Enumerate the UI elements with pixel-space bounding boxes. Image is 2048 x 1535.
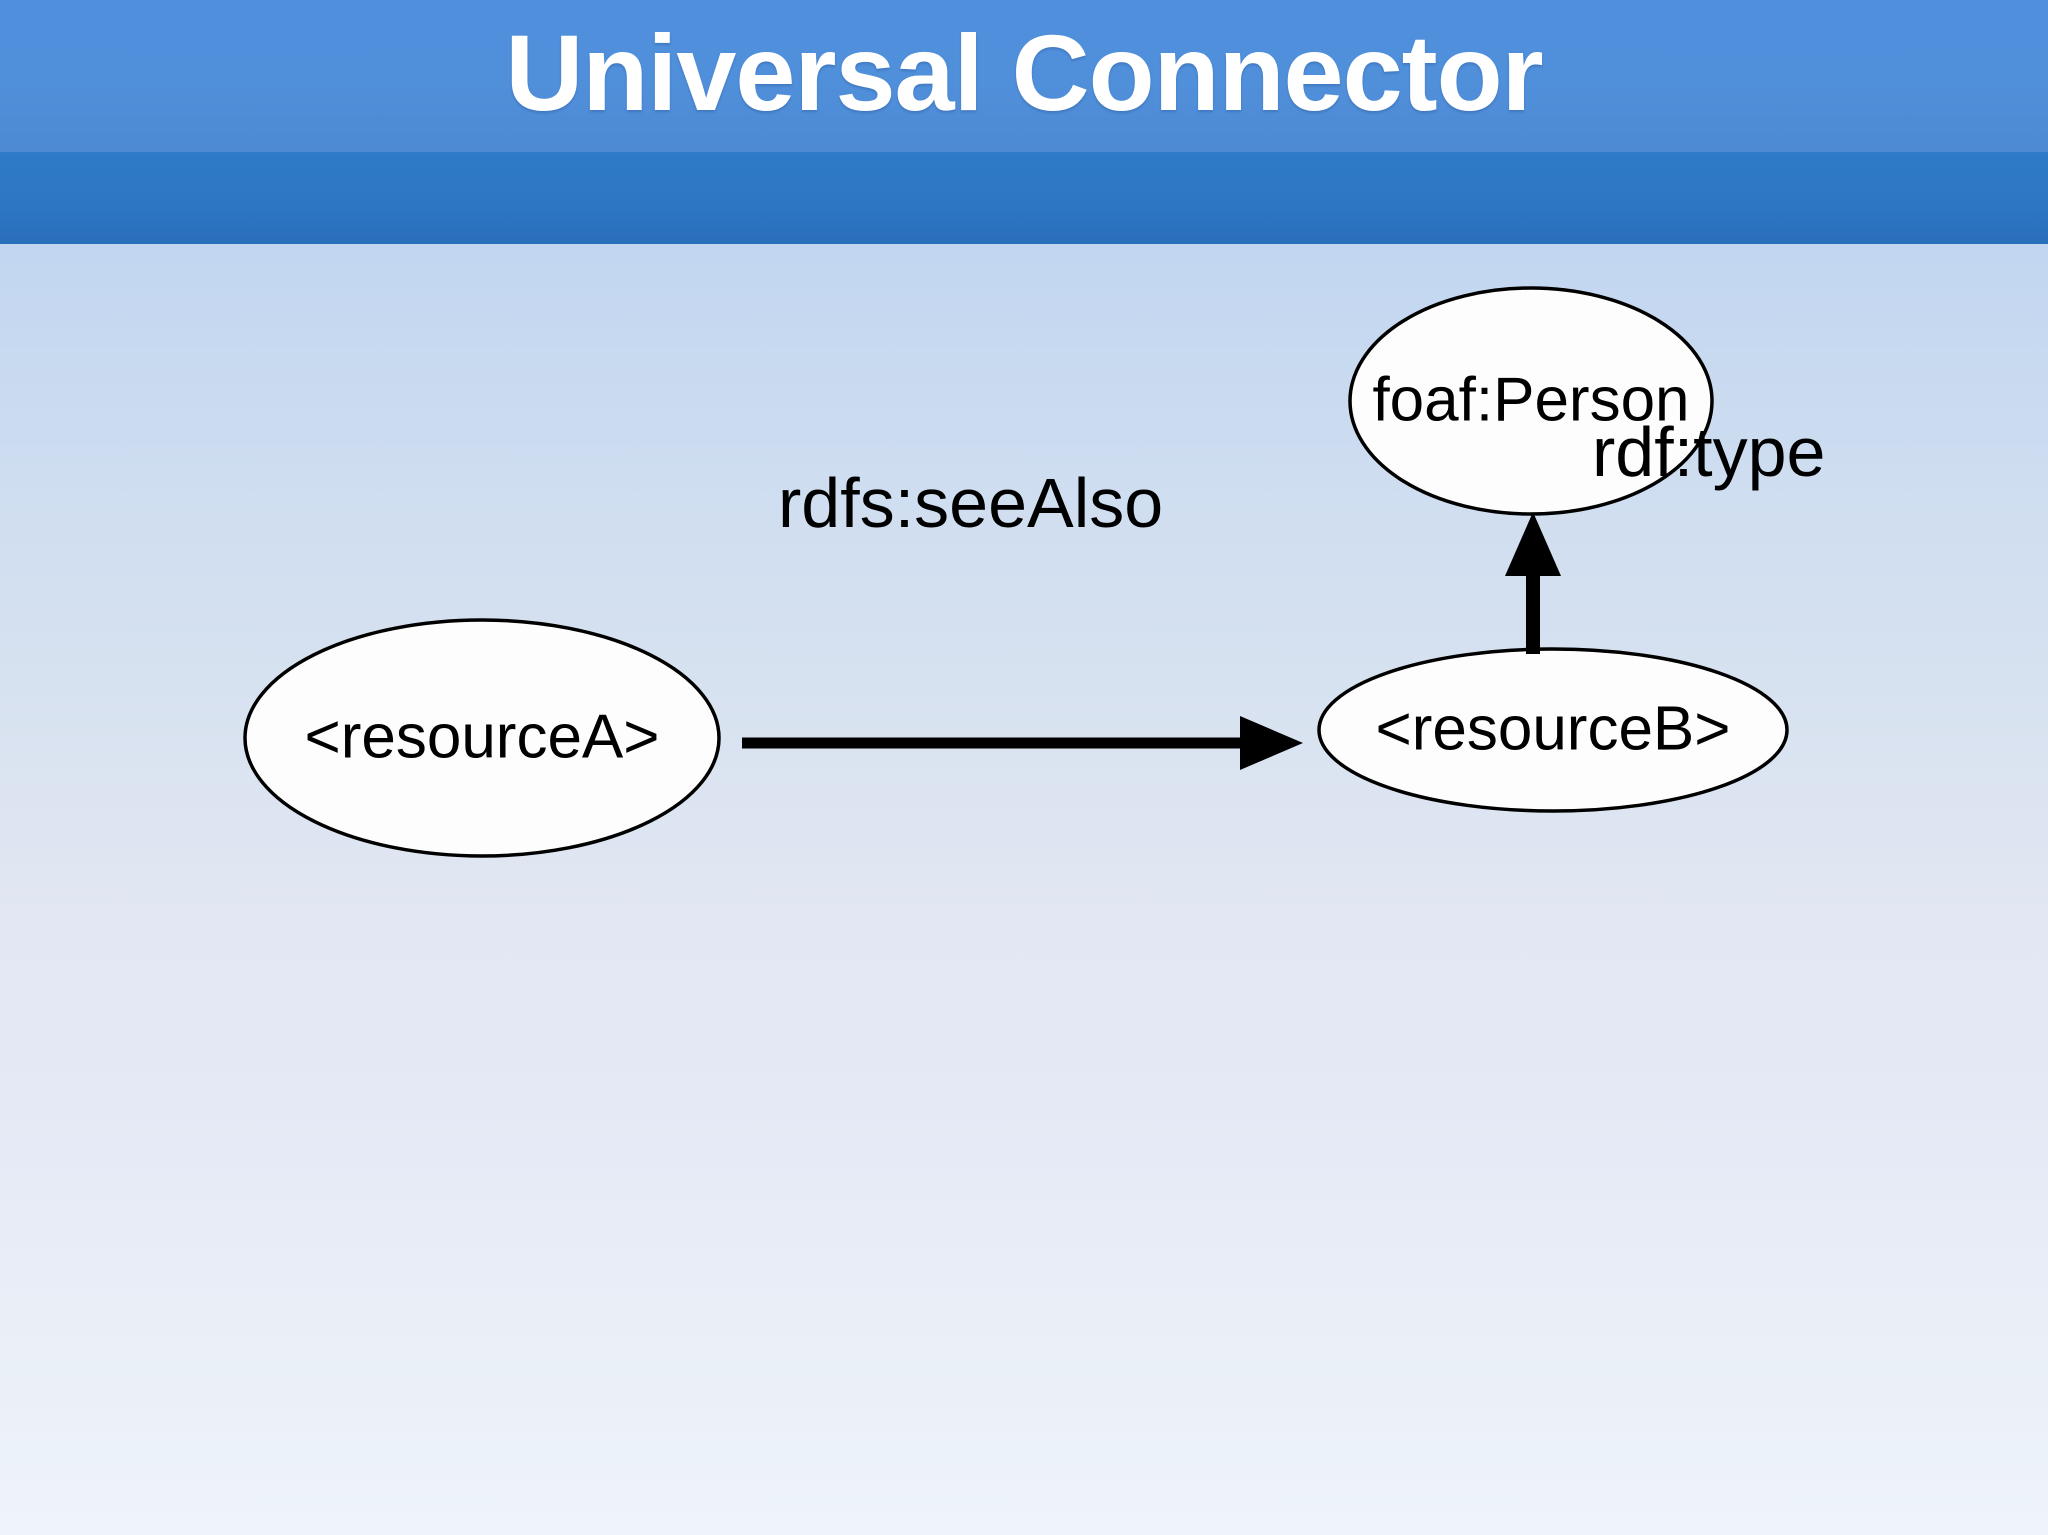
resource-b-label: <resourceB> (1376, 694, 1731, 763)
node-resource-a[interactable]: <resourceA> (243, 618, 721, 858)
header-band-dark (0, 152, 2048, 244)
rdftype-arrowhead-icon (1505, 512, 1561, 576)
slide-title: Universal Connector (505, 12, 1543, 133)
node-resource-b[interactable]: <resourceB> (1317, 647, 1789, 813)
rdf-graph-diagram: foaf:Person <resourceB> <resourceA> rdfs… (0, 244, 2048, 1535)
diagram-canvas: foaf:Person <resourceB> <resourceA> rdfs… (243, 286, 1825, 858)
resource-a-ellipse[interactable] (243, 618, 721, 858)
resource-a-label: <resourceA> (305, 702, 660, 771)
foaf-person-label: foaf:Person (1372, 365, 1689, 434)
foaf-person-ellipse[interactable] (1348, 286, 1714, 516)
edge-rdfs-seealso[interactable] (742, 716, 1303, 770)
edge-rdf-type[interactable] (1505, 512, 1561, 654)
node-foaf-person[interactable]: foaf:Person (1348, 286, 1714, 516)
edge-label-rdf-type: rdf:type (1592, 413, 1825, 491)
header-band-light (0, 0, 2048, 152)
seealso-arrowhead-icon (1240, 716, 1303, 770)
resource-b-ellipse[interactable] (1317, 647, 1789, 813)
edge-label-rdfs-seealso: rdfs:seeAlso (778, 464, 1163, 542)
